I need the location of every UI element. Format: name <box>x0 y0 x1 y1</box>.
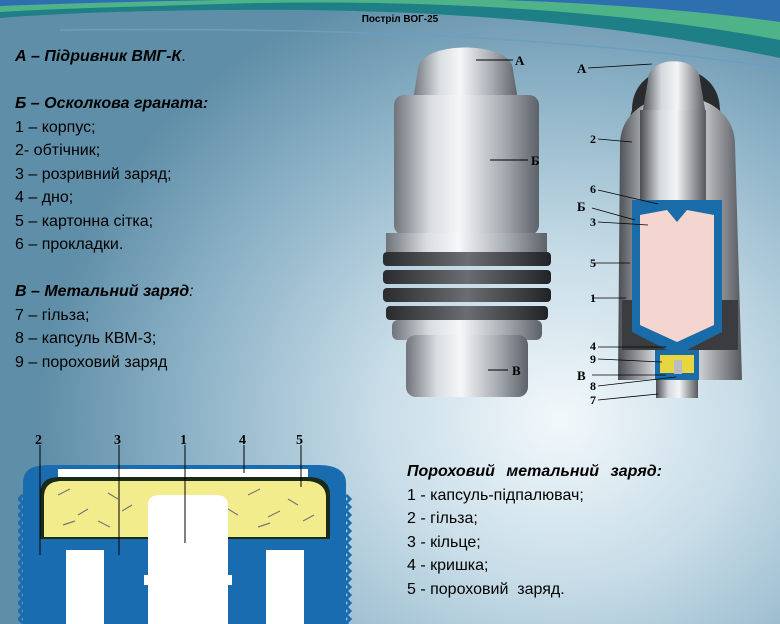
grenade-cutaway: А 2 6 Б 3 5 1 4 9 В 8 7 <box>577 61 742 407</box>
section-label-8: 8 <box>590 379 596 393</box>
charge-label-4: 4 <box>239 433 246 448</box>
section-label-4: 4 <box>590 339 596 353</box>
section-label-5: 5 <box>590 256 596 270</box>
charge-cover <box>58 469 308 477</box>
section-label-9: 9 <box>590 352 596 366</box>
section-label-2: 2 <box>590 132 596 146</box>
charge-item: 3 - кільце; <box>407 533 481 551</box>
section-label-v: В <box>577 368 586 383</box>
grenade-body <box>394 95 539 235</box>
legend-b-item: 1 – корпус; <box>15 118 96 136</box>
legend-b-item: 6 – прокладки. <box>15 236 124 253</box>
legend-b-item: 4 – дно; <box>15 189 74 206</box>
charge-label-1: 1 <box>180 433 187 448</box>
fuze-head <box>642 61 706 115</box>
section-label-7: 7 <box>590 393 596 407</box>
section-label-1: 1 <box>590 291 596 305</box>
charge-item: 2 - гільза; <box>407 510 478 527</box>
legend-v-line: В – Метальний заряд: <box>15 280 208 304</box>
photo-label-b: Б <box>531 153 540 168</box>
legend-v-item: 8 – капсуль КВМ-3; <box>15 330 157 347</box>
section-label-b: Б <box>577 199 586 214</box>
charge-heading: Пороховий метальний заряд: <box>407 463 662 480</box>
legend-b-item: 5 – картонна сітка; <box>15 212 154 230</box>
header-swoosh <box>0 0 780 69</box>
section-label-6: 6 <box>590 182 596 196</box>
legend-v-item: 9 – пороховий заряд <box>15 353 168 371</box>
photo-label-v: В <box>512 363 521 378</box>
legend-left: А – Підривник ВМГ-К. Б – Осколкова грана… <box>15 45 208 374</box>
section-label-a: А <box>577 61 587 76</box>
photo-label-a: А <box>515 53 525 68</box>
propellant-case <box>406 335 528 397</box>
legend-a: А – Підривник ВМГ-К <box>15 48 182 65</box>
fuze-dome <box>413 47 518 100</box>
legend-v-item: 7 – гільза; <box>15 306 90 324</box>
legend-a-dot: . <box>181 48 186 65</box>
charge-label-3: 3 <box>114 433 121 448</box>
bursting-charge <box>640 210 714 342</box>
legend-v-heading: В – Метальний заряд <box>15 283 190 300</box>
charge-label-2: 2 <box>35 433 42 448</box>
legend-right: Пороховий метальний заряд: 1 - капсуль-п… <box>407 460 662 601</box>
charge-item: 1 - капсуль-підпалювач; <box>407 486 584 504</box>
legend-a-line: А – Підривник ВМГ-К. <box>15 45 208 69</box>
charge-label-5: 5 <box>296 433 303 448</box>
driving-band <box>383 252 551 320</box>
grenade-photo: А Б В <box>383 47 551 397</box>
legend-b-item: 3 – розривний заряд; <box>15 165 172 183</box>
legend-v-colon: : <box>189 283 194 300</box>
slide-title: Постріл ВОГ-25 <box>361 14 439 25</box>
legend-b-heading: Б – Осколкова граната: <box>15 95 209 112</box>
charge-cross-section: 2 3 1 4 5 <box>18 433 353 624</box>
section-label-3: 3 <box>590 215 596 229</box>
legend-b-item: 2- обтічник; <box>15 142 101 159</box>
charge-item: 4 - кришка; <box>407 557 489 574</box>
primer-igniter <box>148 495 228 624</box>
charge-item: 5 - пороховий заряд. <box>407 580 565 598</box>
